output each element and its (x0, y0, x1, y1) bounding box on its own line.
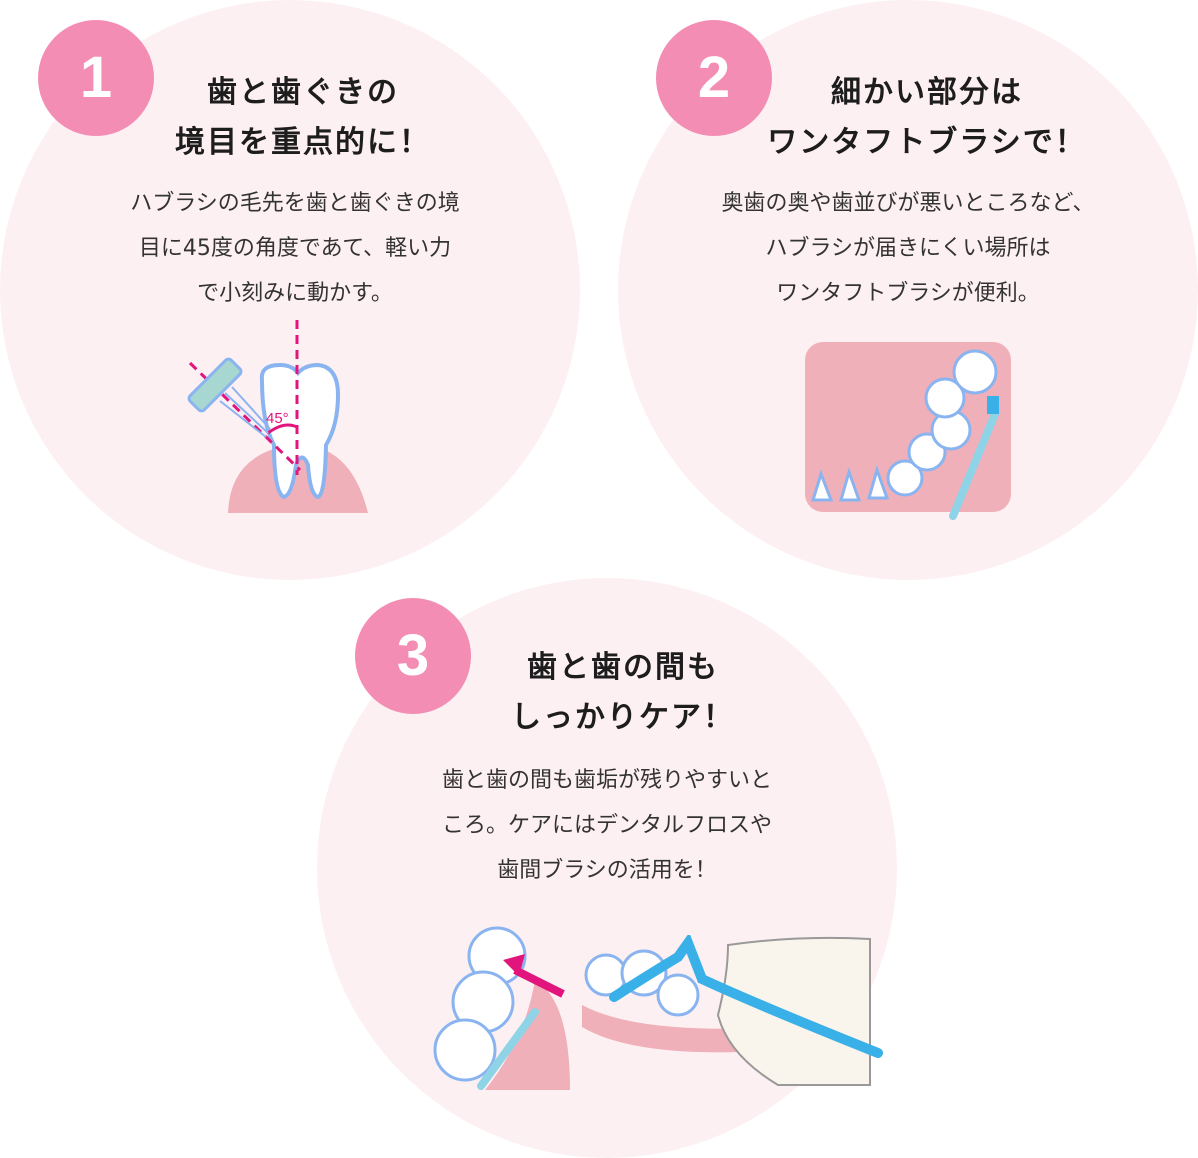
step-3-description: 歯と歯の間も歯垢が残りやすいと ころ。ケアにはデンタルフロスや 歯間ブラシの活用… (367, 758, 847, 893)
step-2-description: 奥歯の奥や歯並びが悪いところなど、 ハブラシが届きにくい場所は ワンタフトブラシ… (668, 181, 1148, 316)
step-2-title-line-2: ワンタフトブラシで！ (767, 125, 1087, 160)
teeth-row (810, 349, 998, 502)
step-1-description: ハブラシの毛先を歯と歯ぐきの境 目に45度の角度であて、軽い力 で小刻みに動かす… (55, 181, 535, 316)
single-tuft-brush-icon (949, 410, 999, 520)
step-3-title: 歯と歯の間も しっかりケア！ (443, 643, 803, 743)
step-1-desc-line-3: で小刻みに動かす。 (197, 281, 393, 306)
floss-pick-icon (609, 935, 883, 1058)
step-1-title: 歯と歯ぐきの 境目を重点的に！ (123, 68, 483, 168)
angle-arc (267, 423, 298, 435)
step-2-title: 細かい部分は ワンタフトブラシで！ (737, 68, 1117, 168)
step-2-desc-line-3: ワンタフトブラシが便利。 (776, 281, 1040, 306)
brush-head (987, 396, 999, 414)
arrow-head (503, 954, 525, 976)
step-3-number-badge: 3 (355, 598, 471, 714)
single-tuft-brush-illustration (805, 342, 1011, 520)
step-3-desc-line-3: 歯間ブラシの活用を！ (497, 858, 717, 883)
step-1-number-badge: 1 (38, 20, 154, 136)
step-3-title-line-2: しっかりケア！ (511, 700, 735, 735)
gum-shape (228, 444, 368, 513)
step-2-title-line-1: 細かい部分は (831, 75, 1023, 110)
step-1-title-line-1: 歯と歯ぐきの (207, 75, 399, 110)
step-3-desc-line-2: ころ。ケアにはデンタルフロスや (441, 813, 772, 838)
gum-side (485, 980, 570, 1090)
molar-teeth (433, 926, 527, 1082)
step-2-desc-line-1: 奥歯の奥や歯並びが悪いところなど、 (721, 191, 1095, 216)
step-2-desc-line-2: ハブラシが届きにくい場所は (765, 236, 1051, 261)
step-2-number-badge: 2 (656, 20, 772, 136)
tooth-brushing-45-degree-illustration: 45° (187, 320, 368, 513)
dental-floss-illustration (582, 935, 883, 1086)
step-3-title-line-1: 歯と歯の間も (527, 650, 719, 685)
angle-label: 45° (266, 410, 289, 427)
step-1-desc-line-1: ハブラシの毛先を歯と歯ぐきの境 (130, 191, 460, 216)
direction-arrow (513, 966, 565, 998)
toothbrush-icon (187, 357, 271, 438)
step-1-desc-line-2: 目に45度の角度であて、軽い力 (138, 236, 452, 261)
angle-guide-line (188, 361, 302, 472)
interdental-brush-icon (477, 1008, 539, 1090)
step-1-title-line-2: 境目を重点的に！ (175, 125, 431, 160)
step-3-desc-line-1: 歯と歯の間も歯垢が残りやすいと (441, 768, 772, 793)
hand-icon (716, 936, 871, 1086)
interdental-brush-illustration (433, 926, 570, 1090)
